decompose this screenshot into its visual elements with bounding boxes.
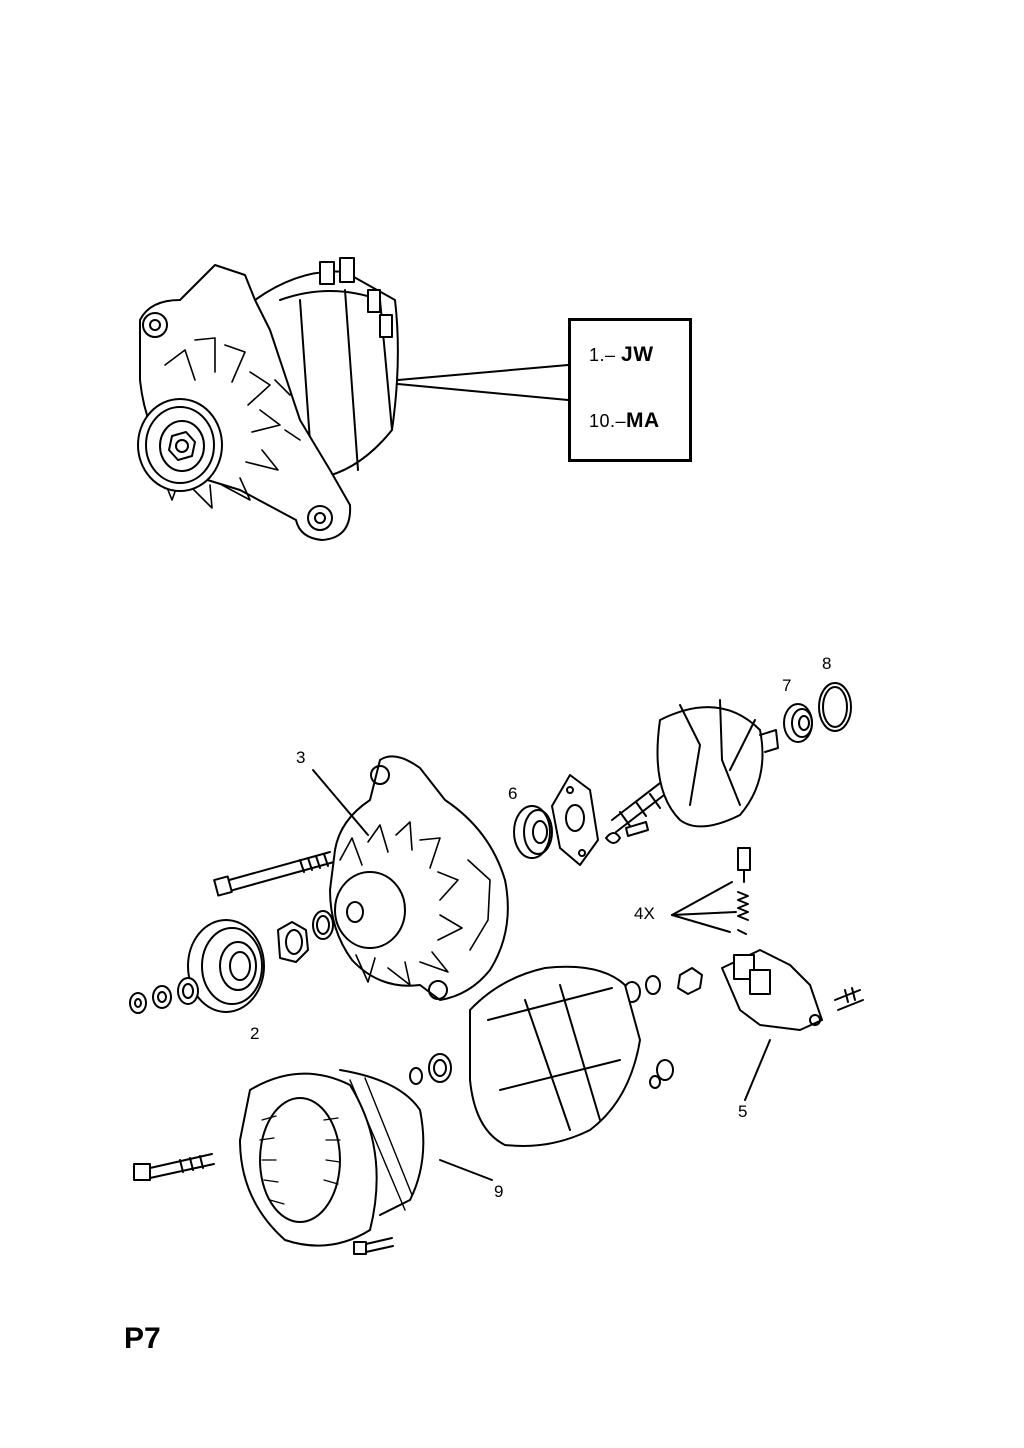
bearing-rear (783, 703, 813, 743)
page-id: P7 (124, 1322, 161, 1355)
callout-leaders (312, 769, 369, 836)
callout-6: 6 (508, 784, 518, 803)
callout-5: 5 (738, 1102, 748, 1121)
rear-housing (409, 965, 674, 1147)
code-line-2-code: MA (626, 409, 660, 432)
code-line-1-prefix: 1.– (589, 345, 616, 365)
through-bolt (213, 851, 335, 897)
code-line-1-code: JW (621, 343, 654, 366)
stator (239, 1069, 493, 1247)
bearing-front (513, 805, 553, 859)
front-washers (129, 910, 334, 1014)
callout-8: 8 (822, 654, 832, 673)
front-bracket (329, 755, 509, 1001)
retainer-plate (551, 774, 649, 866)
callout-2: 2 (250, 1024, 260, 1043)
code-line-2: 10.–MA (589, 409, 660, 433)
regulator (623, 949, 864, 1101)
rotor (611, 699, 779, 833)
pulley (187, 919, 265, 1013)
assembled-alternator (137, 257, 569, 541)
callout-4x: 4X (634, 904, 655, 923)
model-code-box: 1.– JW 10.–MA (568, 318, 692, 462)
stator-bolts (133, 1153, 394, 1255)
callout-7: 7 (782, 676, 792, 695)
code-line-2-prefix: 10.– (589, 411, 627, 431)
o-ring (818, 682, 852, 732)
brush-spring-set (671, 847, 751, 935)
callout-9: 9 (494, 1182, 504, 1201)
code-line-1: 1.– JW (589, 343, 654, 367)
callout-3: 3 (296, 748, 306, 767)
